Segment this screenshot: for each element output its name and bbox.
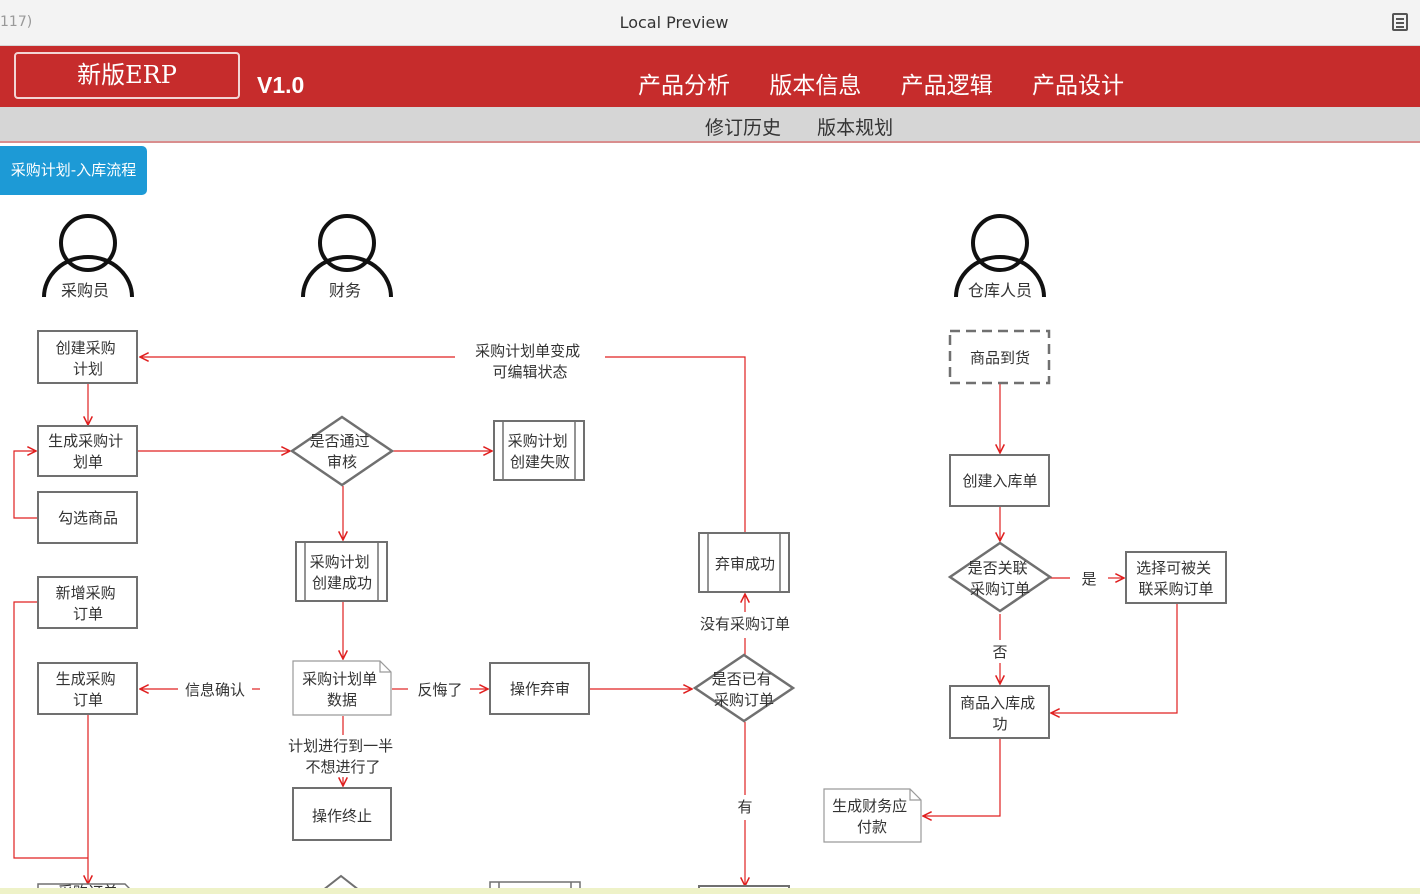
node-select-goods-label: 勾选商品	[58, 509, 118, 527]
document-list-icon[interactable]	[1392, 13, 1408, 31]
node-inbound-success-label: 商品入库成 功	[960, 694, 1040, 733]
node-has-po	[692, 653, 796, 723]
edge-label-has: 有	[737, 798, 752, 816]
edge-label-info-confirm: 信息确认	[185, 681, 245, 699]
actor-label-finance: 财务	[329, 281, 361, 300]
node-generate-plan-label: 生成采购计 划单	[48, 432, 128, 471]
node-plan-success	[295, 541, 388, 602]
node-abandon-op-label: 操作弃审	[510, 680, 570, 698]
window-title: Local Preview	[619, 13, 729, 32]
node-plan-success-label: 采购计划 创建成功	[310, 553, 375, 592]
node-generate-plan	[37, 425, 138, 477]
nav-product-analysis[interactable]: 产品分析	[638, 73, 730, 99]
node-select-linkable-label: 选择可被关 联采购订单	[1136, 559, 1216, 598]
node-add-po	[37, 576, 138, 629]
edge-label-no-po: 没有采购订单	[700, 615, 790, 633]
node-plan-failed	[493, 420, 585, 481]
node-is-linked	[947, 541, 1053, 613]
edge-label-yes: 是	[1081, 570, 1096, 588]
node-abandon-success-label: 弃审成功	[715, 555, 775, 573]
actor-warehouse	[954, 214, 1046, 298]
subnav-revision-history[interactable]: 修订历史	[705, 117, 782, 139]
node-audit-pass-label: 是否通过 审核	[310, 432, 375, 471]
app-header: 新版ERP V1.0 产品分析 版本信息 产品逻辑 产品设计	[0, 46, 1420, 107]
bottom-strip	[0, 888, 1420, 894]
node-has-po-label: 是否已有 采购订单	[712, 670, 777, 709]
actor-label-warehouse: 仓库人员	[968, 281, 1032, 300]
node-plan-data-label: 采购计划单 数据	[302, 670, 382, 709]
subnav-version-plan[interactable]: 版本规划	[817, 117, 894, 139]
nav-product-logic[interactable]: 产品逻辑	[900, 73, 993, 99]
node-audit-pass	[289, 415, 395, 487]
version-label: V1.0	[257, 72, 305, 98]
node-create-plan-label: 创建采购 计划	[56, 339, 121, 378]
sub-nav: 修订历史 版本规划	[0, 107, 1420, 143]
node-terminate-op	[292, 787, 392, 841]
connectors	[13, 357, 1178, 886]
title-fragment: 117)	[0, 14, 33, 30]
main-nav: 产品分析 版本信息 产品逻辑 产品设计	[638, 66, 1156, 100]
edge-label-regret: 反悔了	[417, 681, 462, 699]
node-terminate-op-label: 操作终止	[312, 807, 372, 825]
node-create-plan	[37, 330, 138, 384]
edge-label-half-stop: 计划进行到一半 不想进行了	[288, 737, 398, 776]
actor-label-buyer: 采购员	[61, 281, 109, 300]
node-plan-failed-label: 采购计划 创建失败	[508, 432, 573, 471]
node-plan-data	[292, 660, 392, 716]
window-title-bar: 117) Local Preview	[0, 0, 1420, 46]
node-is-linked-label: 是否关联 采购订单	[968, 559, 1033, 598]
app-logo[interactable]: 新版ERP	[14, 52, 240, 99]
node-add-po-label: 新增采购 订单	[56, 584, 121, 623]
actor-buyer	[42, 214, 134, 298]
node-finance-payable	[823, 788, 922, 843]
nav-product-design[interactable]: 产品设计	[1031, 73, 1124, 99]
edge-label-no: 否	[992, 643, 1007, 661]
node-generate-po	[37, 662, 138, 715]
node-finance-payable-label: 生成财务应 付款	[832, 797, 912, 836]
node-goods-arrive-label: 商品到货	[970, 349, 1030, 367]
page-tab[interactable]: 采购计划-入库流程	[0, 146, 147, 195]
edge-label-editable: 采购计划单变成 可编辑状态	[475, 342, 585, 381]
node-select-linkable	[1125, 551, 1227, 604]
node-abandon-success	[698, 532, 790, 593]
node-goods-arrive	[948, 329, 1051, 385]
actor-finance	[301, 214, 393, 298]
nav-version-info[interactable]: 版本信息	[769, 73, 862, 99]
node-generate-po-label: 生成采购 订单	[56, 670, 121, 709]
node-inbound-success	[949, 685, 1050, 739]
node-abandon-op	[489, 662, 590, 715]
node-create-inbound	[949, 454, 1050, 507]
node-create-inbound-label: 创建入库单	[962, 472, 1037, 490]
node-select-goods	[37, 491, 138, 544]
